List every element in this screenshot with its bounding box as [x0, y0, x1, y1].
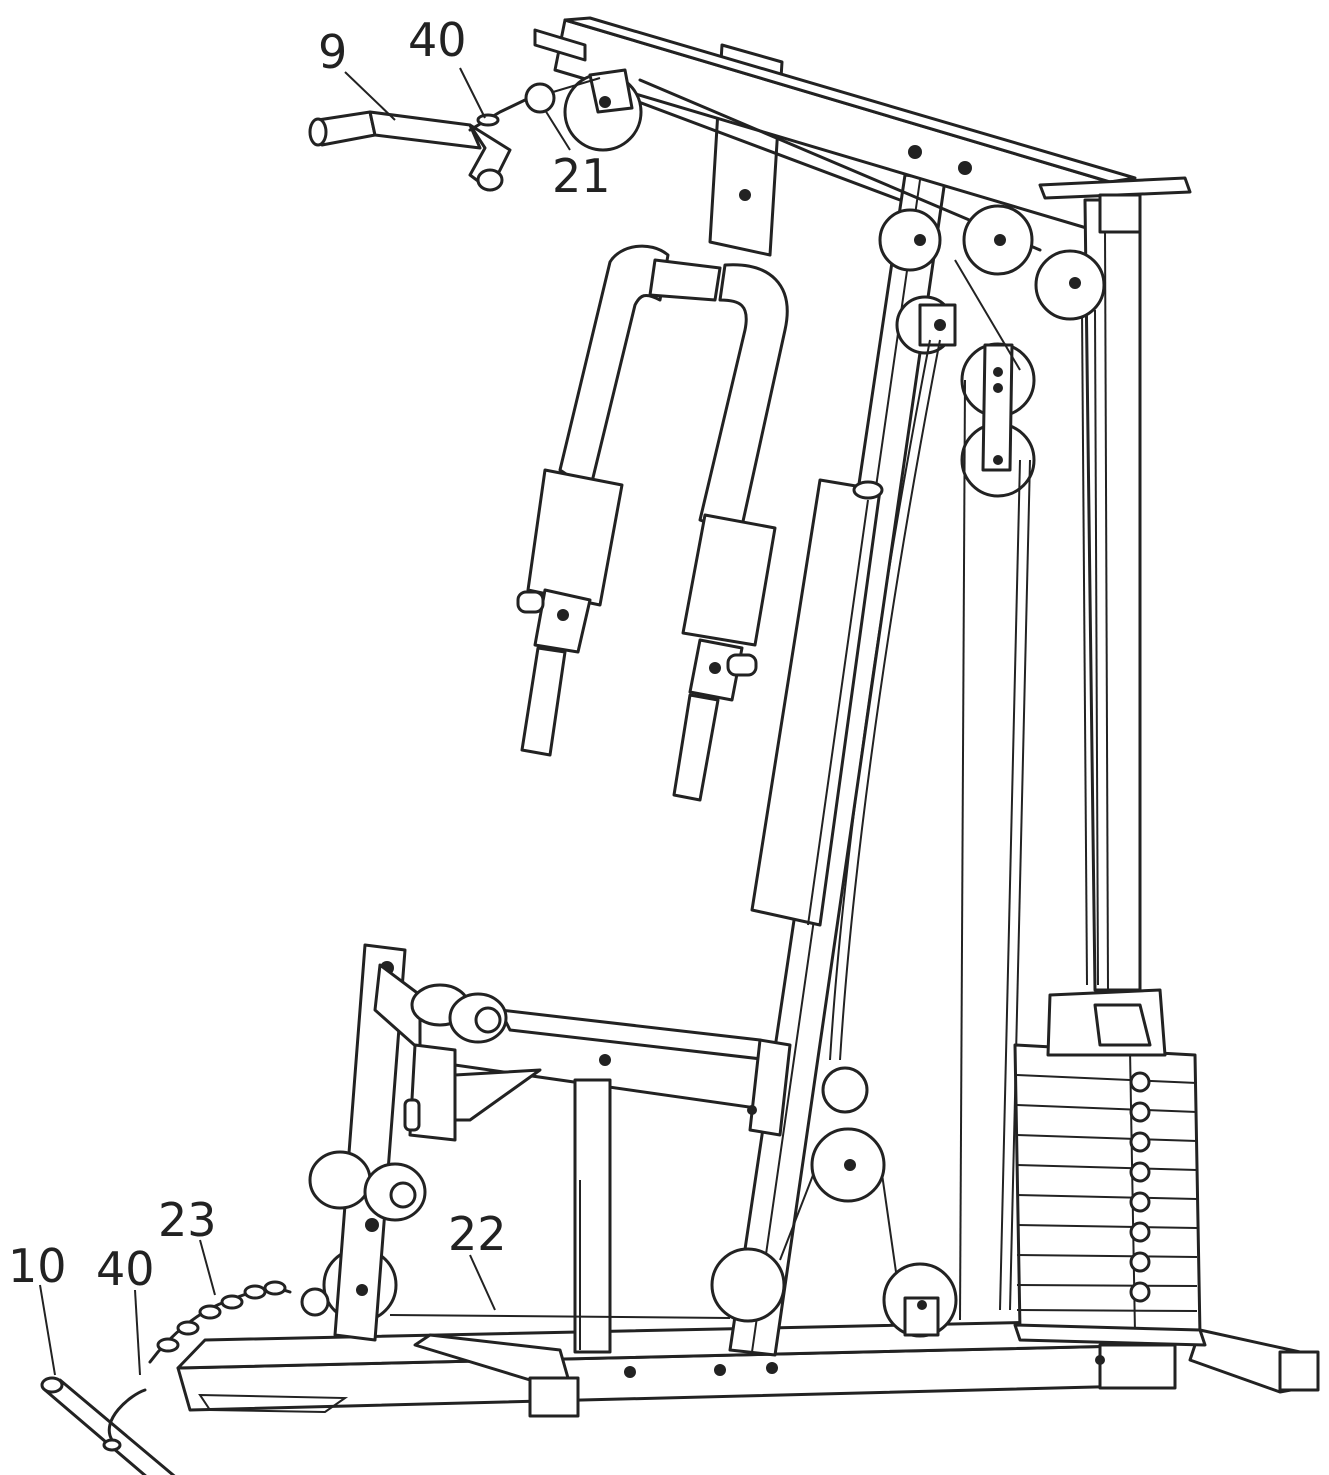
callout-40-bottom: 40: [96, 1242, 155, 1296]
cables: [779, 259, 1031, 1321]
callout-labels: 9 40 21 23 22 10 40: [8, 13, 611, 1296]
short-bar-10: [40, 1376, 176, 1475]
callout-9: 9: [318, 25, 347, 79]
top-beam: [533, 16, 1192, 252]
back-pad: [750, 478, 884, 927]
callout-22: 22: [448, 1207, 507, 1261]
lat-bar: [308, 110, 512, 192]
callout-40-top: 40: [408, 13, 467, 67]
seat-frame: [333, 943, 792, 1354]
top-pulleys: [563, 68, 1106, 355]
lat-bar-assembly: [308, 67, 601, 192]
weight-stack: [1013, 988, 1207, 1347]
snap-hook-40-top: [468, 98, 527, 132]
callout-23: 23: [158, 1193, 217, 1247]
roller-pads: [308, 983, 508, 1222]
ball-stop-21: [524, 77, 601, 114]
low-row-assembly: [39, 1239, 496, 1475]
floating-pulley: [960, 342, 1036, 498]
snap-hook-40-bottom: [102, 1388, 147, 1452]
callout-10: 10: [8, 1239, 67, 1293]
callout-21: 21: [552, 149, 611, 203]
chain-23: [148, 1280, 292, 1364]
ball-stop-low: [300, 1287, 330, 1317]
stack-tower: [1081, 193, 1142, 992]
pec-deck-arms: [516, 244, 789, 802]
